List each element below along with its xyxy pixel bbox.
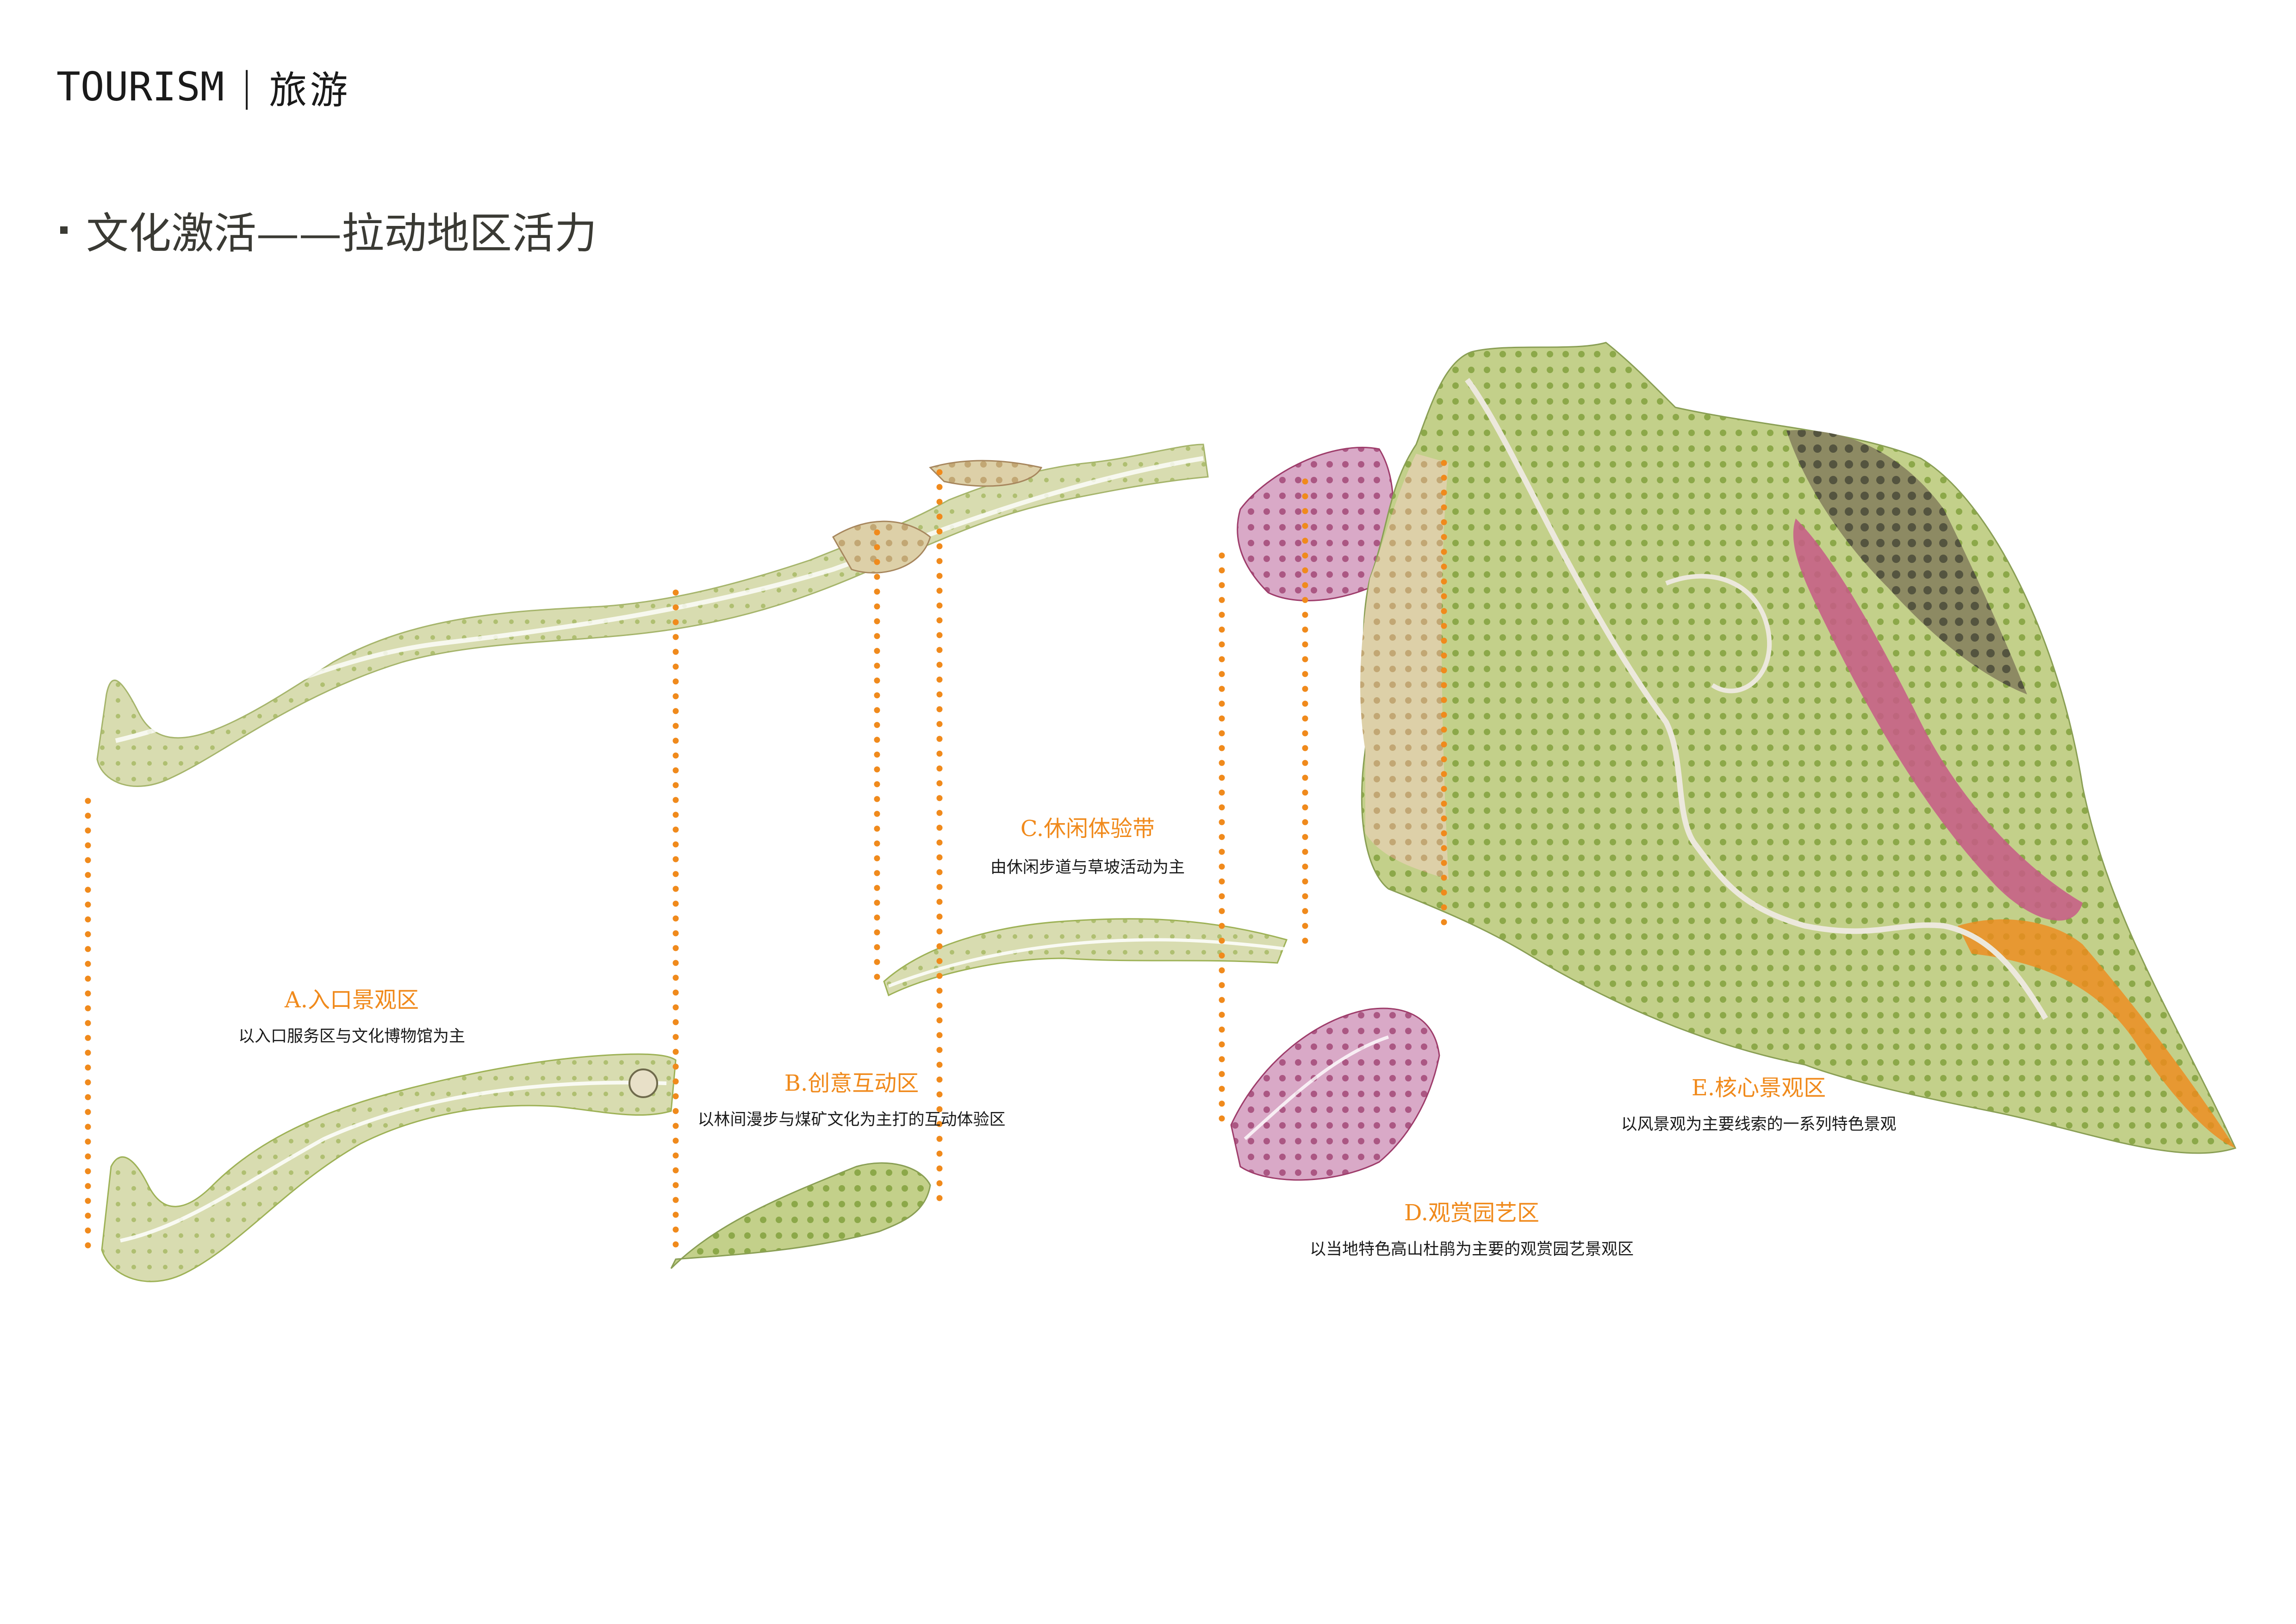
zone-d-label: D.观赏园艺区 xyxy=(1404,1200,1540,1226)
core-pink-band xyxy=(1793,518,2083,921)
zone-a-strip xyxy=(101,1053,677,1282)
header-title-cn: 旅游 xyxy=(269,69,351,112)
zone-d-island xyxy=(1230,1007,1440,1181)
bullet-icon xyxy=(60,226,68,234)
subtitle-text: 文化激活——拉动地区活力 xyxy=(86,209,597,258)
zone-b-label: B.创意互动区 xyxy=(784,1070,919,1096)
zone-c-label: C.休闲体验带 xyxy=(1020,816,1155,842)
upper-patch-b xyxy=(832,520,931,574)
header-title-en: TOURISM xyxy=(56,63,224,110)
zone-d-description: 以当地特色高山杜鹃为主要的观赏园艺景观区 xyxy=(1309,1240,1634,1259)
zone-b-description: 以林间漫步与煤矿文化为主打的互动体验区 xyxy=(697,1111,1006,1129)
zone-b-strip xyxy=(670,1162,931,1269)
zone-a-plaza-icon xyxy=(628,1068,658,1098)
zone-e-description: 以风景观为主要线索的一系列特色景观 xyxy=(1621,1115,1897,1134)
page-header: TOURISM | 旅游 xyxy=(56,59,350,114)
zone-c-description: 由休闲步道与草坡活动为主 xyxy=(990,858,1185,877)
zone-c-path xyxy=(888,938,1287,988)
zone-d-path xyxy=(1244,1035,1389,1140)
header-separator: | xyxy=(240,63,254,110)
section-subtitle: 文化激活——拉动地区活力 xyxy=(60,199,597,261)
upper-route-path xyxy=(115,456,1204,743)
core-landscape-zone xyxy=(1361,342,2237,1154)
core-sand-edge xyxy=(1360,454,1449,880)
core-trail xyxy=(1465,378,2048,1020)
connector-lines xyxy=(85,460,1447,1258)
zone-e-label: E.核心景观区 xyxy=(1691,1075,1826,1101)
zone-a-description: 以入口服务区与文化博物馆为主 xyxy=(238,1027,466,1046)
zone-a-label: A.入口景观区 xyxy=(285,987,419,1013)
upper-patch-c xyxy=(929,460,1043,487)
core-trail-2 xyxy=(1665,574,1772,693)
core-dark-ridge xyxy=(1786,430,2027,694)
zone-a-path xyxy=(120,1081,667,1243)
zone-c-strip xyxy=(883,918,1288,997)
upper-route-strip xyxy=(96,443,1209,787)
